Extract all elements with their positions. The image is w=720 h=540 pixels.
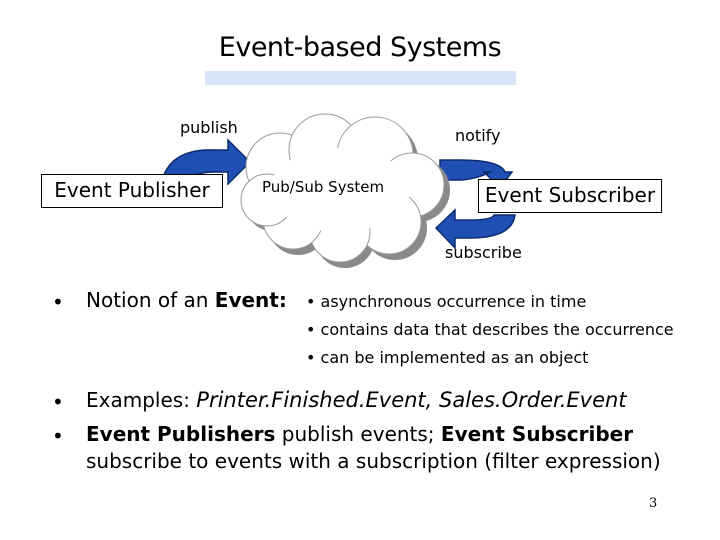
page-title: Event-based Systems bbox=[218, 32, 502, 63]
bullet-bold-text: Event Subscriber bbox=[440, 422, 634, 446]
pubsub-cloud bbox=[240, 113, 445, 263]
event-publisher-box: Event Publisher bbox=[41, 174, 223, 208]
subscribe-label: subscribe bbox=[445, 243, 522, 262]
title-underline bbox=[205, 71, 516, 85]
notify-label: notify bbox=[455, 126, 501, 145]
bullet-bold-text: Event: bbox=[214, 288, 287, 312]
page-number: 3 bbox=[649, 496, 658, 511]
sub-bullet-object: • can be implemented as an object bbox=[306, 348, 589, 367]
bullet-publishers-subscribers: Event Publishers publish events; Event S… bbox=[86, 421, 686, 475]
bullet-marker: • bbox=[52, 290, 64, 314]
publish-label: publish bbox=[180, 118, 238, 137]
bullet-text: Examples: bbox=[86, 388, 197, 412]
pubsub-system-label: Pub/Sub System bbox=[262, 178, 385, 196]
bullet-examples: Examples: Printer.Finished.Event, Sales.… bbox=[86, 388, 627, 412]
bullet-text: publish events; bbox=[275, 422, 441, 446]
bullet-marker: • bbox=[52, 424, 64, 448]
pubsub-diagram bbox=[159, 113, 516, 268]
event-subscriber-box: Event Subscriber bbox=[478, 179, 662, 213]
bullet-bold-text: Event Publishers bbox=[86, 422, 276, 446]
bullet-marker: • bbox=[52, 390, 64, 414]
sub-bullet-async: • asynchronous occurrence in time bbox=[306, 292, 587, 311]
bullet-event-notion: Notion of an Event: bbox=[86, 288, 287, 312]
bullet-text: Notion of an bbox=[86, 288, 215, 312]
sub-bullet-data: • contains data that describes the occur… bbox=[306, 320, 674, 339]
bullet-italic-examples: Printer.Finished.Event, Sales.Order.Even… bbox=[196, 388, 627, 412]
subscribe-arrow bbox=[434, 208, 516, 250]
bullet-text: subscribe to events with a subscription … bbox=[86, 449, 661, 473]
